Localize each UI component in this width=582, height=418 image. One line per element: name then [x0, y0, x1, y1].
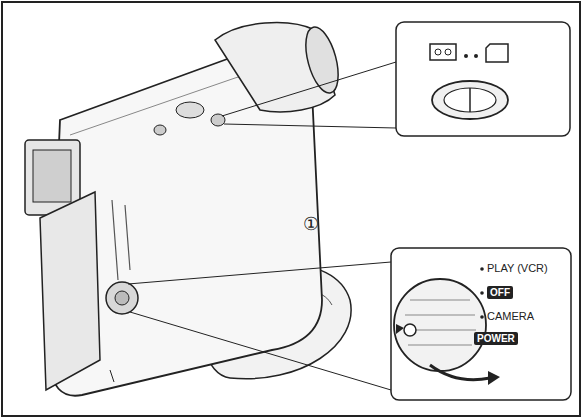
- switch-label: POWER: [474, 332, 518, 345]
- mode-label: PLAY (VCR): [487, 262, 548, 275]
- mode-label: CAMERA: [487, 310, 534, 323]
- mode-label: OFF: [487, 286, 513, 299]
- callout-number: ①: [303, 214, 319, 234]
